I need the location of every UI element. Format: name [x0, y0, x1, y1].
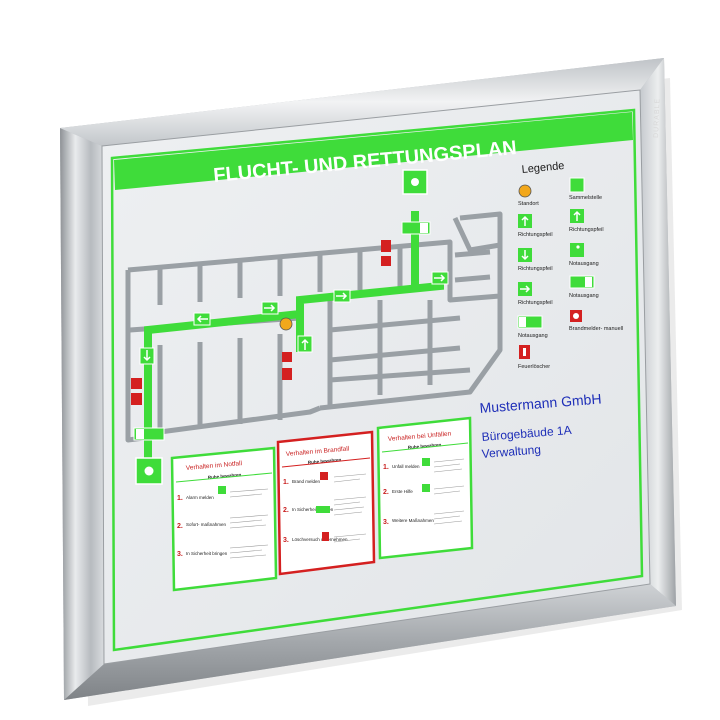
- company-line2: Verwaltung: [481, 442, 541, 461]
- step-number: 1.: [177, 495, 183, 502]
- frame-bottom: [64, 584, 676, 700]
- legend: Legende Standort Sammelstelle Richtungsp…: [517, 160, 623, 370]
- arrow-down-icon: [143, 350, 151, 362]
- frame-left: [60, 128, 104, 700]
- location-dot-icon: [279, 317, 293, 331]
- arrow-right-icon: [336, 292, 348, 300]
- step-label: Weitere Maßnahmen: [392, 518, 434, 523]
- box-subtitle: Ruhe bewahren: [308, 457, 342, 465]
- arrow-left-icon: [196, 315, 208, 323]
- legend-label: Notausgang: [569, 293, 599, 299]
- step-number: 3.: [177, 551, 183, 558]
- step-number: 2.: [177, 523, 183, 530]
- instruction-box-unfaelle: Verhalten bei Unfällen Ruhe bewahren 1. …: [376, 416, 474, 560]
- step-number: 1.: [283, 479, 289, 486]
- floor-plan: [125, 211, 503, 443]
- step-label: In Sicherheit bringen: [292, 507, 334, 512]
- legend-label: Richtungspfeil: [569, 227, 604, 233]
- fire-equipment-markers: [131, 240, 391, 405]
- frame-top: [60, 58, 664, 146]
- legend-label: Feuerlöscher: [518, 364, 550, 370]
- legend-label: Sammelstelle: [569, 195, 602, 201]
- box-subtitle: Ruhe bewahren: [208, 472, 242, 480]
- arrow-up-icon: [301, 338, 309, 350]
- step-label: Erste Hilfe: [392, 489, 413, 494]
- step-label: Unfall melden: [392, 464, 420, 469]
- step-label: Brand melden: [292, 479, 321, 484]
- assembly-point-icon: [569, 177, 585, 193]
- step-number: 3.: [283, 537, 289, 544]
- route-arrows: [139, 271, 449, 365]
- step-label: In Sicherheit bringen: [186, 551, 228, 556]
- legend-label: Notausgang: [518, 333, 548, 339]
- legend-label: Standort: [518, 201, 539, 207]
- running-man-icon: [570, 243, 584, 257]
- step-number: 2.: [383, 489, 389, 496]
- location-dot-icon: [518, 184, 532, 198]
- legend-label: Notausgang: [569, 261, 599, 267]
- box-subtitle: Ruhe bewahren: [408, 442, 442, 450]
- step-label: Sofort- maßnahmen: [186, 522, 227, 527]
- step-label: Löschversuch unternehmen: [292, 537, 348, 542]
- inner-green-border: [110, 108, 644, 652]
- arrow-right-icon: [434, 274, 446, 282]
- instruction-box-notfall: Verhalten im Notfall Ruhe bewahren 1. Al…: [170, 446, 278, 592]
- instruction-box-brandfall: Verhalten im Brandfall Ruhe bewahren 1. …: [276, 430, 376, 576]
- legend-label: Richtungspfeil: [518, 300, 553, 306]
- step-number: 2.: [283, 507, 289, 514]
- legend-label: Richtungspfeil: [518, 232, 553, 238]
- legend-label: Richtungspfeil: [518, 266, 553, 272]
- box-title: Verhalten im Notfall: [186, 460, 243, 472]
- step-label: Alarm melden: [186, 495, 214, 500]
- frame-right: [640, 58, 676, 606]
- step-number: 1.: [383, 464, 389, 471]
- legend-heading: Legende: [521, 160, 565, 176]
- arrow-right-icon: [264, 304, 276, 312]
- step-number: 3.: [383, 519, 389, 526]
- legend-label: Brandmelder- manuell: [569, 326, 623, 332]
- brand-label: DURABLE: [653, 98, 661, 138]
- title-bar: [114, 112, 633, 190]
